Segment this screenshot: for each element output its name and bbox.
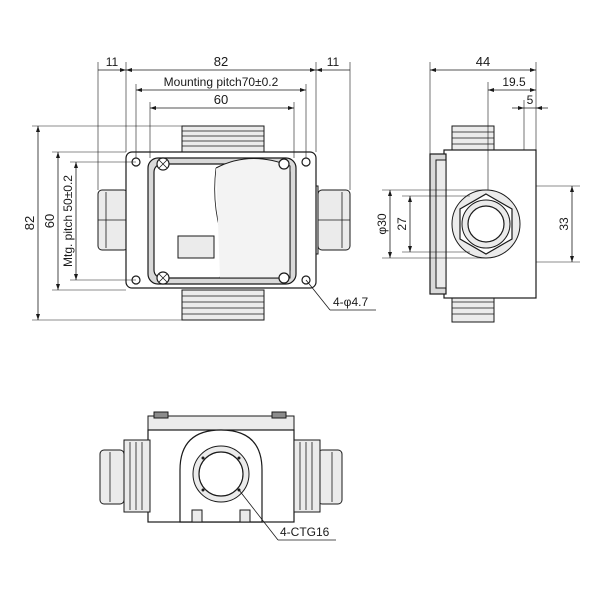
dim-inner-width: 60 [214, 92, 228, 107]
front-view: 4-CTG16 [99, 411, 343, 541]
dim-edge: 5 [527, 93, 534, 107]
side-view: 44 19.5 5 φ30 27 33 [375, 54, 580, 323]
dim-overall-height: 82 [22, 216, 37, 230]
dim-left-margin: 11 [106, 55, 119, 69]
dim-height: 60 [42, 214, 57, 228]
dim-right-margin: 11 [327, 55, 340, 69]
top-view-lower-gland [181, 289, 265, 321]
dim-mounting-pitch: Mounting pitch70±0.2 [164, 75, 279, 89]
top-view: 11 82 11 Mounting pitch70±0.2 60 82 60 [22, 54, 376, 321]
dim-inner-height: 27 [395, 217, 409, 231]
dim-side-height: 33 [557, 217, 571, 231]
dim-overall-width: 82 [214, 54, 228, 69]
gland-callout: 4-CTG16 [280, 525, 330, 539]
dim-mtg-pitch: Mtg. pitch 50±0.2 [61, 175, 75, 267]
dim-depth: 44 [476, 54, 490, 69]
top-view-screws [156, 157, 290, 285]
hole-callout: 4-φ4.7 [333, 295, 368, 309]
top-view-upper-gland [181, 125, 265, 155]
dim-diameter: φ30 [375, 213, 389, 234]
dim-offset: 19.5 [502, 75, 526, 89]
